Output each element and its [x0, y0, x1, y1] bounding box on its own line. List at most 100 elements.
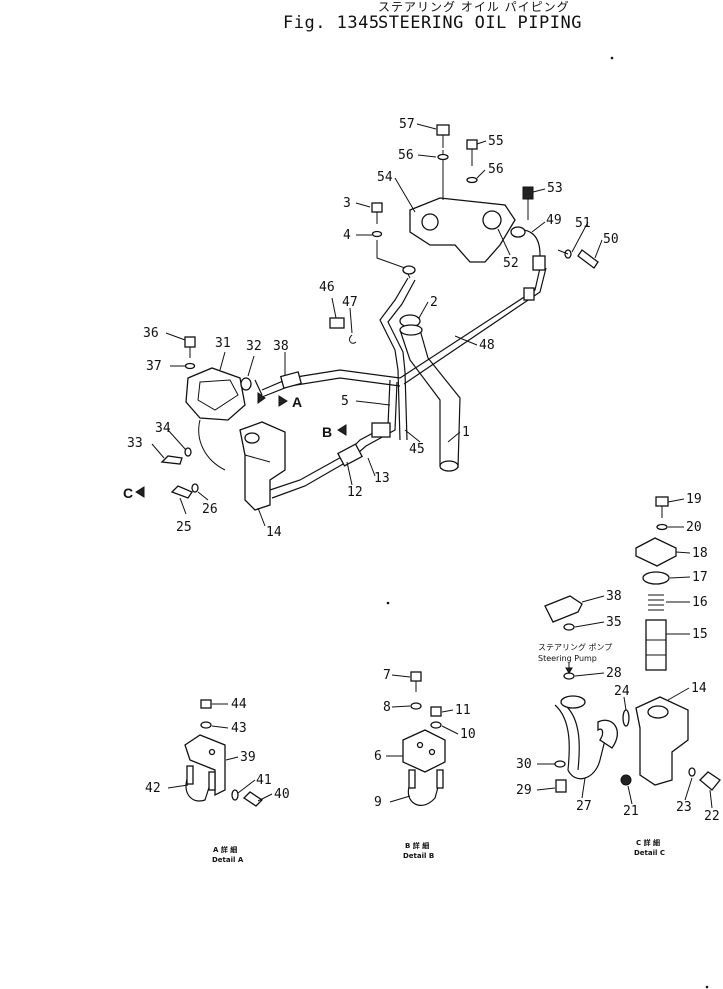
- part-22-plug: [699, 771, 721, 791]
- callout-47: 47: [342, 295, 358, 310]
- callout-19: 19: [686, 492, 702, 507]
- part-43-washer: [200, 721, 212, 729]
- view-marker-c: C: [123, 485, 133, 501]
- view-marker-b: B: [322, 424, 332, 440]
- part-32-oring: [240, 377, 252, 391]
- callout-17: 17: [692, 570, 708, 585]
- part-38b-fitting: [544, 595, 583, 623]
- callout-13: 13: [374, 471, 390, 486]
- callout-5: 5: [341, 394, 349, 409]
- callout-53: 53: [547, 181, 563, 196]
- view-marker-a: A: [292, 394, 302, 410]
- callout-44: 44: [231, 697, 247, 712]
- part-46-fitting: [329, 317, 345, 329]
- detail-a-caption: Detail A: [212, 856, 244, 864]
- part-33-bolt: [160, 455, 183, 465]
- callout-7: 7: [383, 668, 391, 683]
- clamp-b: [371, 422, 391, 438]
- callout-22: 22: [704, 809, 720, 824]
- callout-10: 10: [460, 727, 476, 742]
- callout-23: 23: [676, 800, 692, 815]
- detail-b-caption: Detail B: [403, 852, 434, 860]
- title-japanese: ステアリング オイル パイピング: [378, 0, 570, 14]
- part-10-washer: [430, 721, 442, 729]
- part-27-pipe: [554, 704, 606, 780]
- part-54-bracket: [409, 197, 516, 263]
- part-38-hose: [261, 369, 401, 391]
- callout-26: 26: [202, 502, 218, 517]
- callout-25: 25: [176, 520, 192, 535]
- callout-16: 16: [692, 595, 708, 610]
- part-50-bolt: [577, 249, 599, 269]
- part-31-filter: [185, 367, 246, 421]
- scan-specks: [386, 56, 709, 989]
- callout-38b: 38: [606, 589, 622, 604]
- part-54-hole: [421, 213, 439, 231]
- part-52-port: [482, 210, 502, 230]
- part-45-pipe: [379, 277, 409, 441]
- callout-48: 48: [479, 338, 495, 353]
- part-20-washer: [656, 523, 668, 531]
- part-30-washer: [554, 760, 566, 768]
- callout-29: 29: [516, 783, 532, 798]
- part-6-bracket: [402, 729, 446, 773]
- callout-43: 43: [231, 721, 247, 736]
- callout-32: 32: [246, 339, 262, 354]
- part-56-washer: [437, 153, 449, 161]
- callout-12: 12: [347, 485, 363, 500]
- part-24-oring: [622, 709, 630, 727]
- part-7-bolt-head: [410, 671, 422, 682]
- callout-1: 1: [462, 425, 470, 440]
- part-55-bolt-head: [466, 139, 478, 150]
- detail-c-caption-jp: C 詳 細: [636, 838, 660, 847]
- part-12-hose: [269, 454, 346, 491]
- part-15-spool: [645, 619, 667, 671]
- leader-lines: [151, 123, 713, 809]
- callout-36: 36: [143, 326, 159, 341]
- callout-20: 20: [686, 520, 702, 535]
- callout-38: 38: [273, 339, 289, 354]
- figure-number: Fig. 1345: [283, 13, 380, 33]
- callout-14b: 14: [691, 681, 707, 696]
- callout-49: 49: [546, 213, 562, 228]
- part-17-oring: [642, 571, 670, 585]
- detail-c-caption: Detail C: [634, 849, 665, 857]
- callout-14: 14: [266, 525, 282, 540]
- callout-4: 4: [343, 228, 351, 243]
- view-arrow-a: [278, 395, 288, 407]
- callout-18: 18: [692, 546, 708, 561]
- callout-45: 45: [409, 442, 425, 457]
- callout-35: 35: [606, 615, 622, 630]
- callout-6: 6: [374, 749, 382, 764]
- callout-24: 24: [614, 684, 630, 699]
- callout-27: 27: [576, 799, 592, 814]
- part-14-valve: [239, 421, 286, 511]
- pump-label-en: Steering Pump: [538, 654, 597, 663]
- callout-37: 37: [146, 359, 162, 374]
- part-35-oring: [563, 623, 575, 631]
- part-56b-washer: [466, 176, 478, 184]
- callout-56b: 56: [488, 162, 504, 177]
- callout-33: 33: [127, 436, 143, 451]
- callout-54: 54: [377, 170, 393, 185]
- pump-label-jp: ステアリング ポンプ: [538, 642, 612, 652]
- part-13-fitting: [337, 443, 363, 467]
- part-4-washer: [371, 230, 383, 238]
- callout-55: 55: [488, 134, 504, 149]
- callout-50: 50: [603, 232, 619, 247]
- part-41-washer: [231, 789, 239, 801]
- part-14b-valve: [635, 696, 689, 786]
- callout-28: 28: [606, 666, 622, 681]
- part-23-washer: [688, 767, 696, 777]
- part-18-cover: [635, 537, 677, 567]
- part-8-washer: [410, 702, 422, 710]
- part-11-nut: [430, 706, 442, 717]
- part-25-bolt: [170, 485, 193, 499]
- callout-46: 46: [319, 280, 335, 295]
- callout-41: 41: [256, 773, 272, 788]
- callout-42: 42: [145, 781, 161, 796]
- part-1-hose: [399, 329, 441, 465]
- part-19-bolt-head: [655, 496, 669, 507]
- callout-8: 8: [383, 700, 391, 715]
